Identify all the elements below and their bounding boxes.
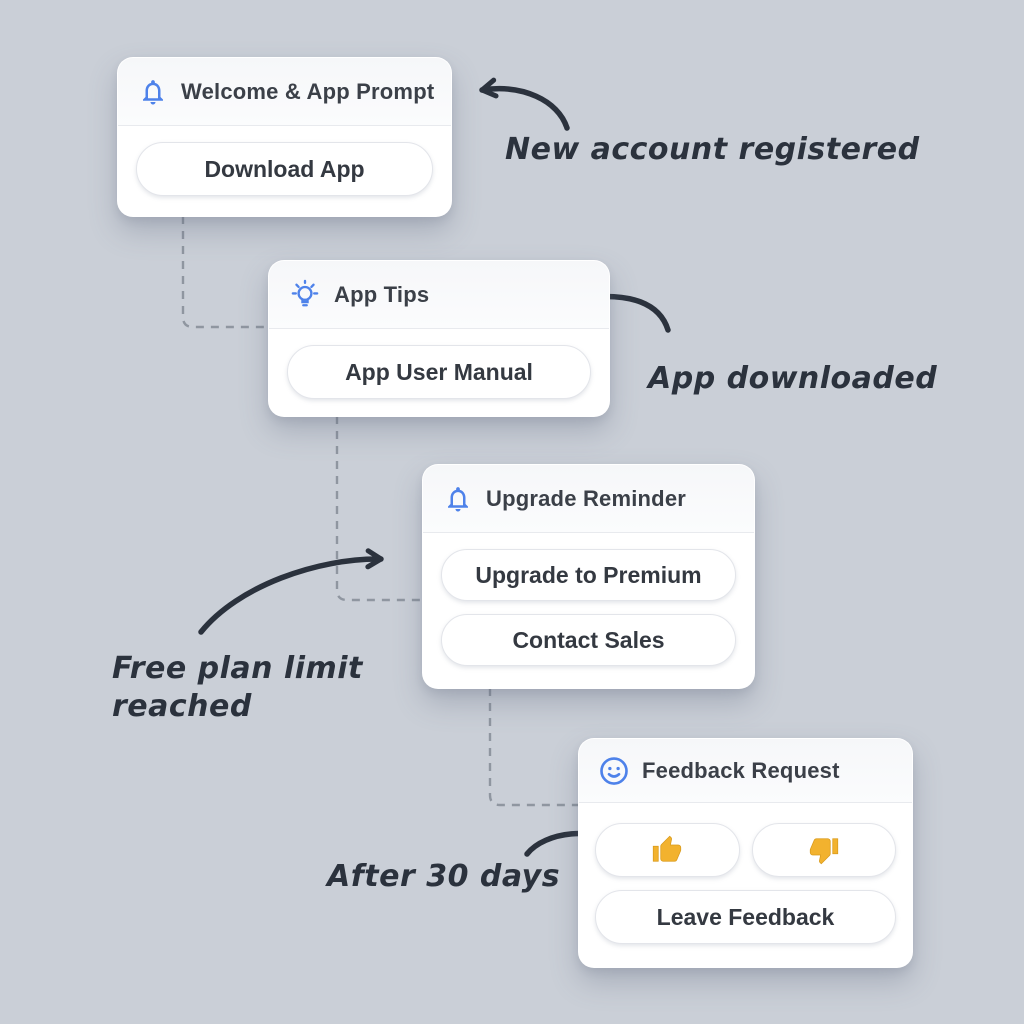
annotation-line: Free plan limit — [112, 651, 363, 686]
card-title: Feedback Request — [642, 757, 840, 783]
thumbs-up-button[interactable] — [595, 823, 740, 877]
app-user-manual-button[interactable]: App User Manual — [287, 345, 591, 399]
annotation-free-plan-limit-reached: Free plan limit reached — [112, 650, 372, 725]
card-app-tips: App Tips App User Manual — [268, 260, 610, 417]
thumbs-down-icon — [809, 835, 839, 865]
card-title: Welcome & App Prompt — [181, 78, 435, 104]
card-header: Welcome & App Prompt — [118, 58, 451, 126]
card-header: Feedback Request — [579, 739, 912, 803]
card-welcome-app-prompt: Welcome & App Prompt Download App — [117, 57, 452, 217]
bell-icon — [443, 484, 473, 514]
card-body: Leave Feedback — [579, 803, 912, 965]
card-body: Upgrade to Premium Contact Sales — [423, 533, 754, 684]
leave-feedback-button[interactable]: Leave Feedback — [595, 890, 896, 944]
annotation-line: reached — [112, 688, 252, 724]
annotation-app-downloaded: App downloaded — [648, 361, 938, 396]
download-app-button[interactable]: Download App — [136, 142, 433, 196]
thumbs-down-button[interactable] — [751, 823, 896, 877]
contact-sales-button[interactable]: Contact Sales — [441, 614, 736, 666]
reaction-button-row — [595, 823, 896, 877]
upgrade-to-premium-button[interactable]: Upgrade to Premium — [441, 549, 736, 601]
card-title: Upgrade Reminder — [486, 485, 687, 511]
thumbs-up-icon — [652, 835, 682, 865]
card-body: App User Manual — [269, 329, 609, 416]
card-body: Download App — [118, 126, 451, 214]
lightbulb-icon — [289, 279, 321, 311]
arrow-new-account — [479, 77, 570, 131]
card-header: App Tips — [269, 261, 609, 329]
card-upgrade-reminder: Upgrade Reminder Upgrade to Premium Cont… — [422, 464, 755, 689]
annotation-new-account-registered: New account registered — [505, 132, 920, 167]
connector-welcome-to-apptips — [181, 216, 268, 329]
card-header: Upgrade Reminder — [423, 465, 754, 533]
connector-apptips-to-upgrade — [335, 416, 422, 602]
annotation-after-30-days: After 30 days — [327, 859, 561, 894]
connector-upgrade-to-feedback — [488, 688, 578, 807]
card-feedback-request: Feedback Request — [578, 738, 913, 968]
bell-icon — [138, 77, 168, 107]
arrow-free-plan — [198, 548, 384, 635]
smiley-icon — [599, 756, 629, 786]
card-title: App Tips — [334, 281, 430, 307]
